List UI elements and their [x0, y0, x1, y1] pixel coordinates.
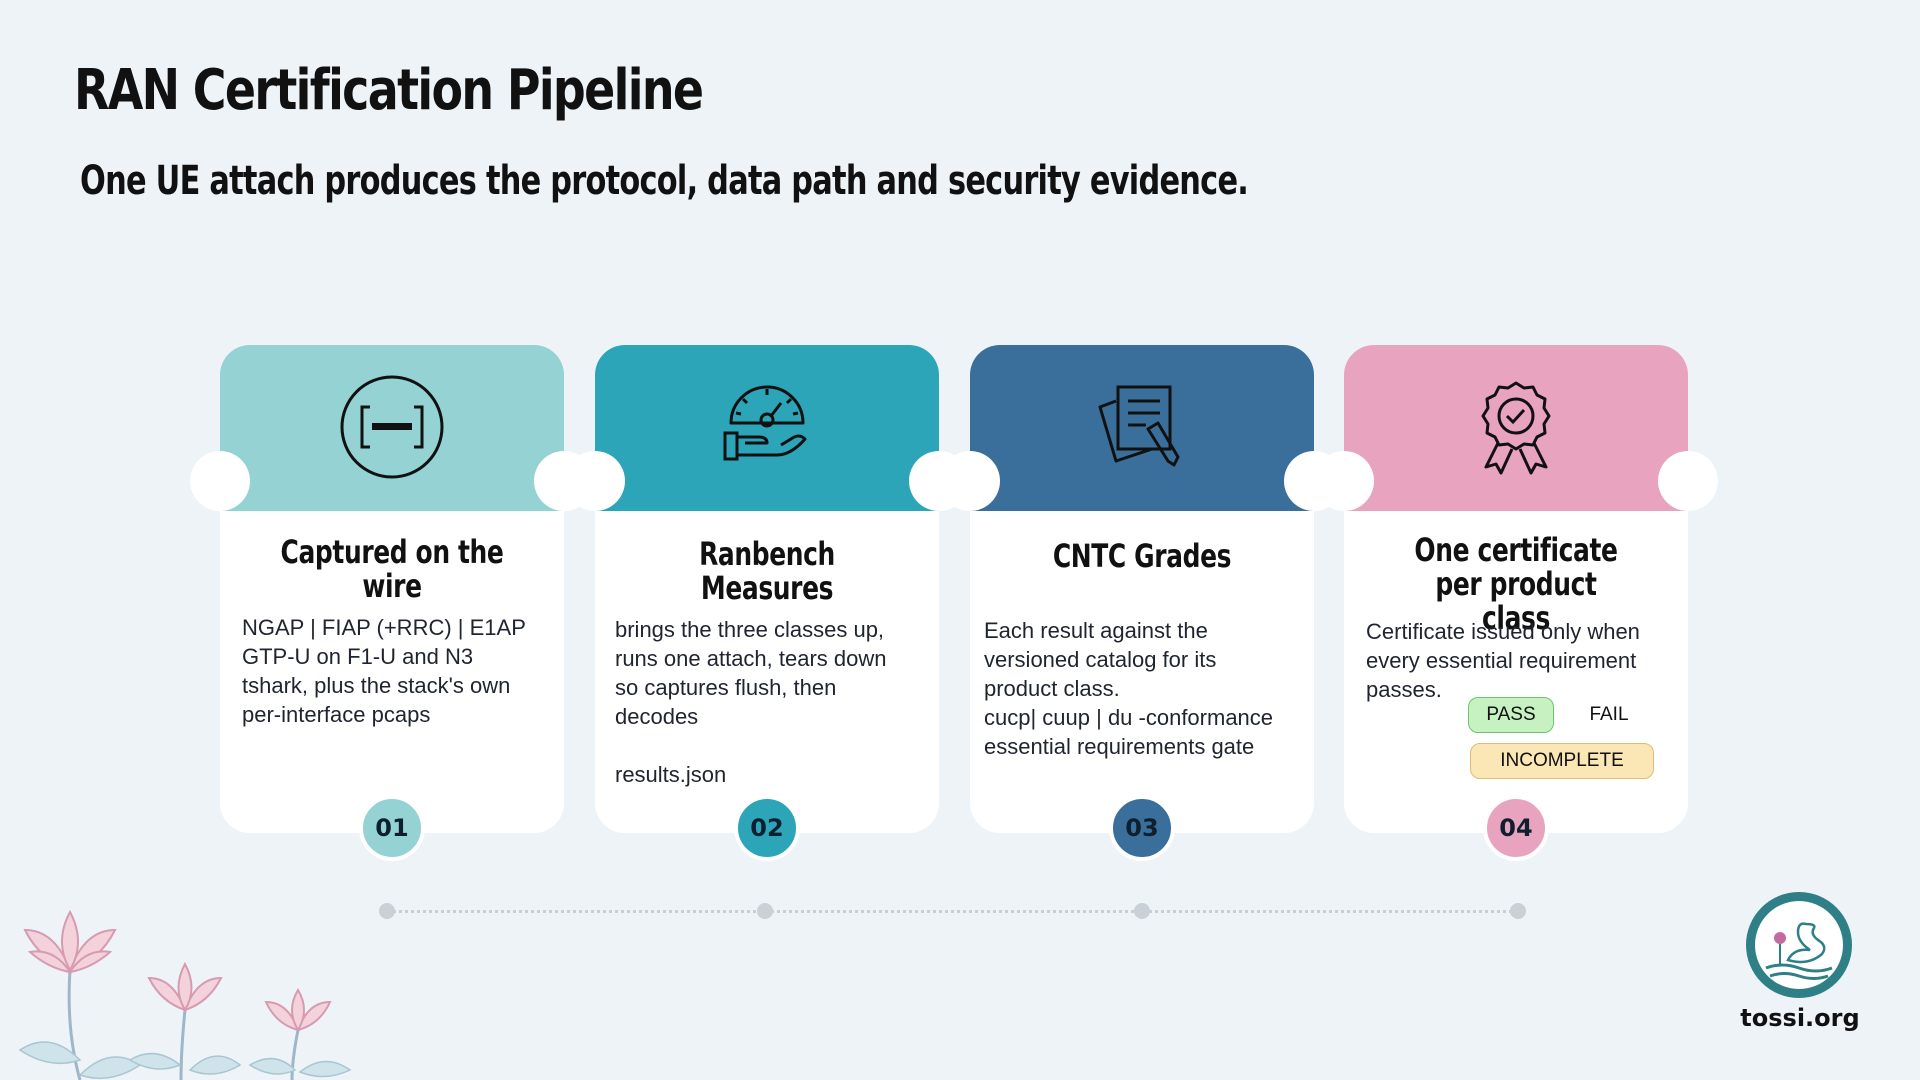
card-line: so captures flush, then	[615, 675, 837, 700]
page-subtitle: One UE attach produces the protocol, dat…	[80, 158, 1249, 204]
step-card-2-title: Ranbench Measures	[699, 535, 835, 607]
step-card-4-body: Certificate issued only when every essen…	[1366, 617, 1682, 704]
step-number-2: 02	[734, 795, 800, 861]
step-card-1-title: Captured on the wire	[280, 533, 504, 605]
capture-bracket-icon	[340, 375, 444, 479]
swan-logo-icon	[1746, 892, 1852, 998]
gauge-hand-icon	[723, 385, 807, 461]
logo-text[interactable]: tossi.org	[1740, 1004, 1860, 1032]
step-card-1-body: NGAP | FIAP (+RRC) | E1AP GTP-U on F1-U …	[242, 613, 552, 729]
card-line: Certificate issued only when	[1366, 619, 1640, 644]
incomplete-badge: INCOMPLETE	[1470, 743, 1654, 779]
step-card-2-header	[565, 345, 969, 511]
lotus-flowers-icon	[18, 909, 352, 1080]
card-line: brings the three classes up,	[615, 617, 885, 642]
card-line: runs one attach, tears down	[615, 646, 887, 671]
step-number-4: 04	[1483, 795, 1549, 861]
step-card-3-title: CNTC Grades	[1052, 537, 1232, 575]
timeline-line	[386, 910, 1518, 913]
step-card-1: Captured on the wire NGAP | FIAP (+RRC) …	[190, 345, 594, 861]
step-card-3: CNTC Grades Each result against the vers…	[940, 345, 1344, 861]
card-line: cucp| cuup | du -conformance	[984, 705, 1274, 730]
card-line: decodes	[615, 704, 699, 729]
card-line: product class.	[984, 676, 1120, 701]
card-line: GTP-U on F1-U and N3	[242, 644, 474, 669]
card-line: passes.	[1366, 677, 1442, 702]
card-line: per-interface pcaps	[242, 702, 431, 727]
step-card-4: One certificate per product class Certif…	[1314, 345, 1718, 861]
card-line: NGAP | FIAP (+RRC) | E1AP	[242, 615, 526, 640]
step-card-4-title: One certificate per product class	[1414, 531, 1618, 637]
pass-badge: PASS	[1468, 697, 1554, 733]
fail-badge: FAIL	[1589, 704, 1629, 725]
timeline-dot	[757, 903, 773, 919]
step-card-3-header	[940, 345, 1344, 511]
step-card-2: Ranbench Measures brings the three class…	[565, 345, 969, 861]
step-card-2-body: brings the three classes up, runs one at…	[615, 615, 927, 789]
card-line: every essential requirement	[1366, 648, 1637, 673]
step-card-1-header	[190, 345, 594, 511]
step-number-1: 01	[359, 795, 425, 861]
step-card-3-body: Each result against the versioned catalo…	[984, 616, 1310, 761]
card-line: tshark, plus the stack's own	[242, 673, 511, 698]
card-line: Each result against the	[984, 618, 1208, 643]
results-file-label: results.json	[615, 762, 727, 787]
step-number-3: 03	[1109, 795, 1175, 861]
document-sign-icon	[1098, 385, 1180, 467]
card-line: versioned catalog for its	[984, 647, 1217, 672]
step-card-4-header	[1314, 345, 1718, 511]
card-line: essential requirements gate	[984, 734, 1255, 759]
timeline-dot	[1134, 903, 1150, 919]
timeline-dot	[1510, 903, 1526, 919]
timeline-dot	[379, 903, 395, 919]
award-ribbon-icon	[1481, 381, 1551, 475]
page-title: RAN Certification Pipeline	[74, 58, 704, 123]
